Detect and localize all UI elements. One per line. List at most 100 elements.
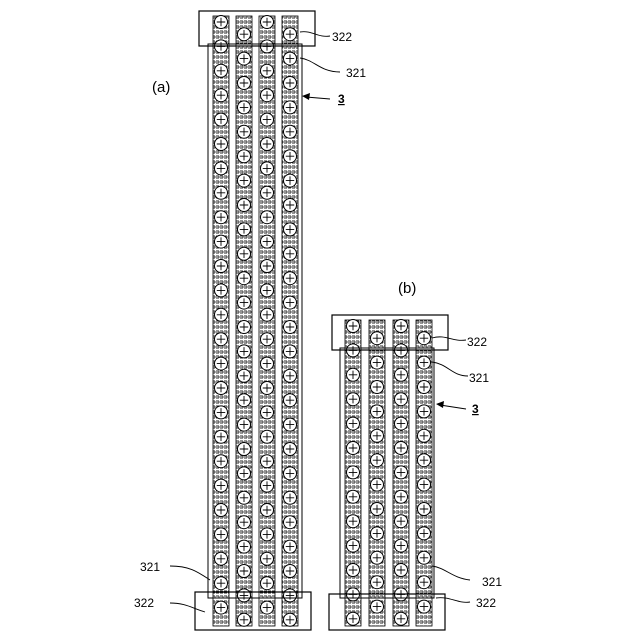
circle-plus-icon [261,64,274,77]
circle-plus-icon [215,357,228,370]
circle-plus-icon [347,320,360,333]
circle-plus-icon [215,162,228,175]
circle-plus-icon [215,577,228,590]
circle-plus-icon [215,89,228,102]
figure-b-leader-322-top [432,337,466,340]
circle-plus-icon [284,613,297,626]
circle-plus-icon [418,405,431,418]
circle-plus-icon [238,223,251,236]
circle-plus-icon [238,150,251,163]
circle-plus-icon [238,199,251,212]
circle-plus-icon [238,467,251,480]
circle-plus-icon [215,211,228,224]
circle-plus-icon [261,235,274,248]
circle-plus-icon [395,612,408,625]
circle-plus-icon [261,138,274,151]
circle-plus-icon [238,125,251,138]
figure-b-strips [345,320,432,627]
circle-plus-icon [395,320,408,333]
circle-plus-icon [215,235,228,248]
circle-plus-icon [418,551,431,564]
circle-plus-icon [261,284,274,297]
figure-b-leader-321-bottom [432,566,470,580]
circle-plus-icon [347,490,360,503]
circle-plus-icon [215,479,228,492]
circle-plus-icon [215,260,228,273]
circle-plus-icon [284,516,297,529]
circle-plus-icon [347,393,360,406]
circle-plus-icon [238,565,251,578]
circle-plus-icon [347,564,360,577]
figure-a-callout-3: 3 [338,92,345,106]
circle-plus-icon [261,162,274,175]
figure-b-leader-322-bottom [436,598,470,603]
circle-plus-icon [238,28,251,41]
circle-plus-icon [261,455,274,468]
circle-plus-icon [215,113,228,126]
circle-plus-icon [261,552,274,565]
circle-plus-icon [261,601,274,614]
circle-plus-icon [371,503,384,516]
circle-plus-icon [261,430,274,443]
circle-plus-icon [418,454,431,467]
circle-plus-icon [395,393,408,406]
circle-plus-icon [261,16,274,29]
circle-plus-icon [418,478,431,491]
circle-plus-icon [284,28,297,41]
circle-plus-icon [284,174,297,187]
circle-plus-icon [238,394,251,407]
circle-plus-icon [284,52,297,65]
circle-plus-icon [284,296,297,309]
circle-plus-icon [371,454,384,467]
circle-plus-icon [215,552,228,565]
circle-plus-icon [215,382,228,395]
circle-plus-icon [418,356,431,369]
circle-plus-icon [418,381,431,394]
figure-a-leader-322-bottom [170,603,205,612]
figure-b-label: (b) [398,280,416,297]
figure-b-arrowhead-3 [436,401,444,408]
circle-plus-icon [261,333,274,346]
circle-plus-icon [238,321,251,334]
circle-plus-icon [395,539,408,552]
figure-a-callout-322-bottom: 322 [134,596,154,610]
figure-a-leader-321-bottom [170,566,210,580]
circle-plus-icon [215,601,228,614]
figure-a-strips [213,16,298,627]
circle-plus-icon [371,429,384,442]
circle-plus-icon [418,576,431,589]
circle-plus-icon [261,528,274,541]
figure-a-arrowhead-3 [302,93,310,100]
circle-plus-icon [284,150,297,163]
circle-plus-icon [395,417,408,430]
circle-plus-icon [238,589,251,602]
figure-a-callout-322-top: 322 [332,30,352,44]
circle-plus-icon [418,332,431,345]
circle-plus-icon [261,357,274,370]
figure-a-leader-321-top [300,58,340,72]
circle-plus-icon [347,368,360,381]
circle-plus-icon [215,284,228,297]
circle-plus-icon [371,332,384,345]
circle-plus-icon [284,418,297,431]
circle-plus-icon [238,77,251,90]
figure-a-callout-321-bottom: 321 [140,560,160,574]
figure-b: (b) 322 321 3 321 322 [329,280,502,630]
circle-plus-icon [215,430,228,443]
circle-plus-icon [418,429,431,442]
circle-plus-icon [371,478,384,491]
circle-plus-icon [395,466,408,479]
circle-plus-icon [284,345,297,358]
circle-plus-icon [261,113,274,126]
circle-plus-icon [284,77,297,90]
circle-plus-icon [395,515,408,528]
circle-plus-icon [395,564,408,577]
circle-plus-icon [261,308,274,321]
circle-plus-icon [418,600,431,613]
circle-plus-icon [215,186,228,199]
figure-b-callout-322-top: 322 [467,335,487,349]
circle-plus-icon [238,516,251,529]
figure-b-callout-321-top: 321 [469,371,489,385]
circle-plus-icon [347,515,360,528]
